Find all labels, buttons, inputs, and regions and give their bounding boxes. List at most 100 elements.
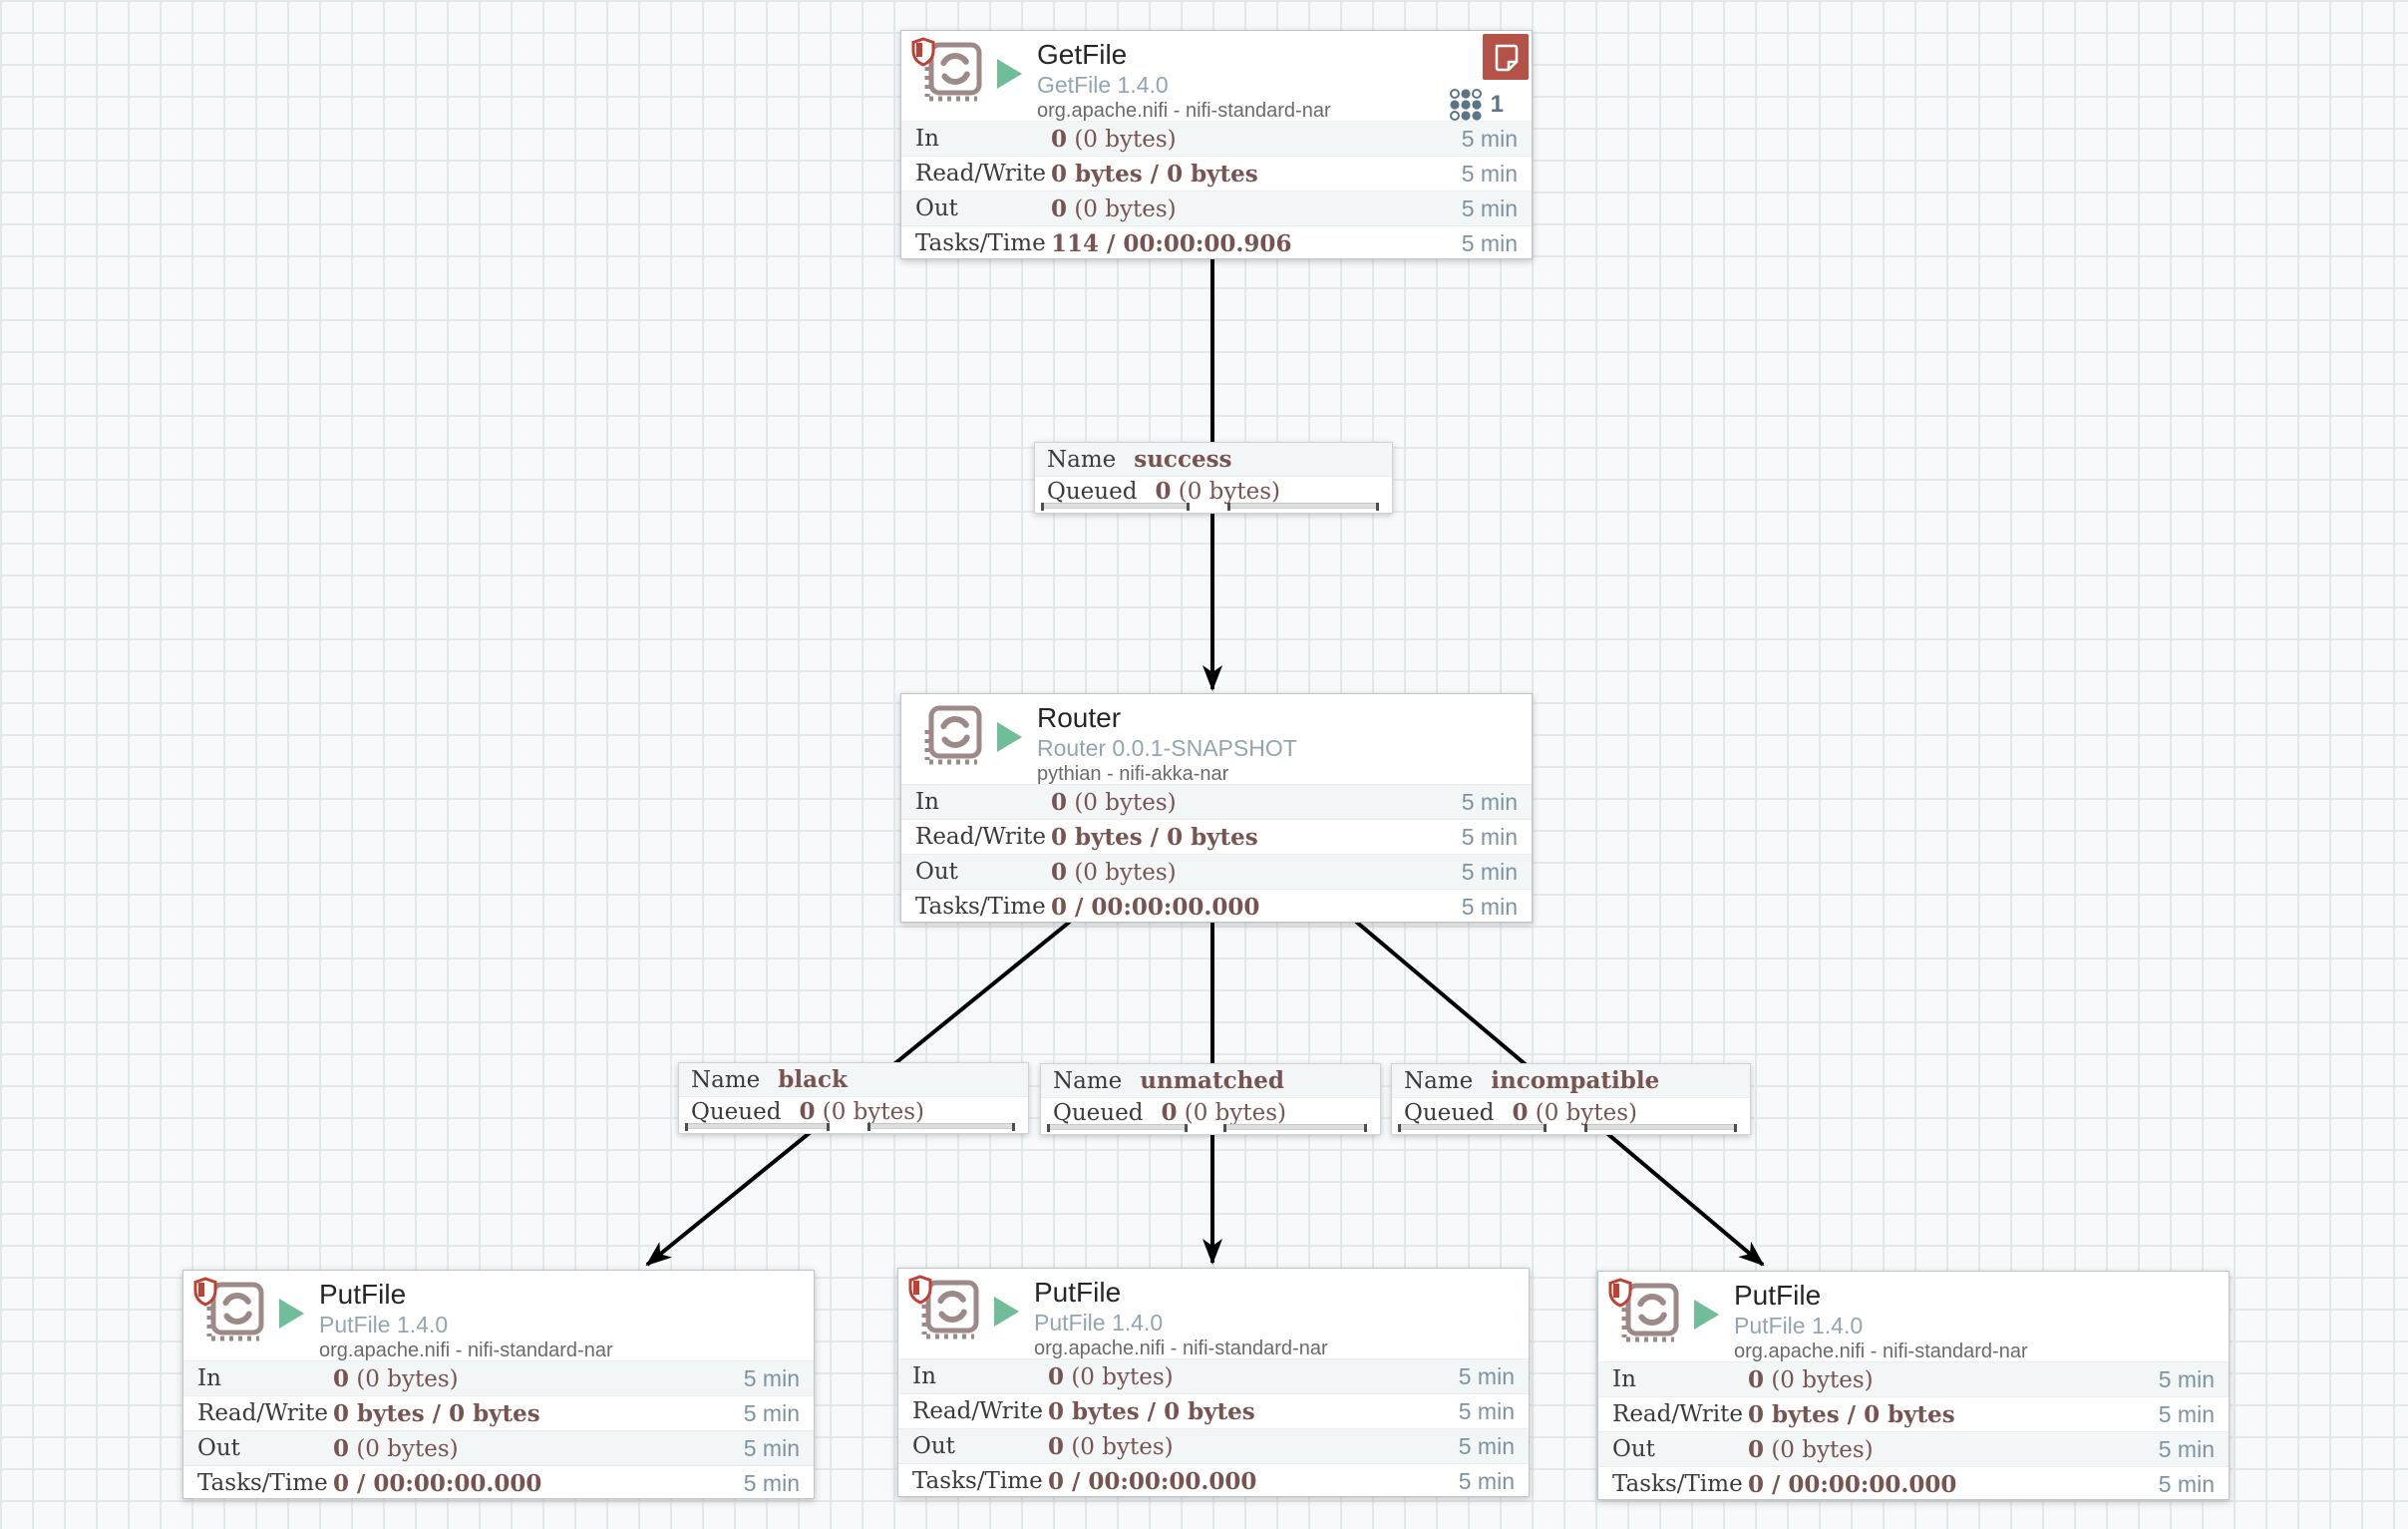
stat-window: 5 min — [2158, 1435, 2215, 1462]
stat-label: Out — [1612, 1436, 1655, 1462]
stat-row-readwrite: Read/Write 0 bytes / 0 bytes 5 min — [901, 156, 1532, 191]
connection-name-key: Name — [1047, 446, 1117, 473]
processor-stamp-icon — [908, 1275, 982, 1352]
stat-value: 0 / 00:00:00.000 — [1748, 1470, 1957, 1498]
running-play-icon — [997, 59, 1022, 89]
stat-row-out: Out 0 (0 bytes) 5 min — [901, 854, 1532, 889]
stat-label: In — [197, 1365, 221, 1391]
stat-window: 5 min — [1461, 125, 1518, 152]
restricted-shield-icon — [911, 37, 935, 67]
processor-header: PutFile PutFile 1.4.0 org.apache.nifi - … — [1598, 1272, 2229, 1362]
connection-name-row: Name unmatched — [1041, 1064, 1380, 1098]
stat-label: Out — [197, 1435, 240, 1461]
stat-value: 0 / 00:00:00.000 — [1048, 1467, 1257, 1495]
stat-label: Tasks/Time — [915, 894, 1046, 920]
stat-label: Tasks/Time — [197, 1470, 328, 1496]
connection-queued-key: Queued — [1053, 1099, 1144, 1126]
stat-window: 5 min — [2158, 1365, 2215, 1392]
stat-row-out: Out 0 (0 bytes) 5 min — [898, 1428, 1529, 1463]
stat-window: 5 min — [2158, 1400, 2215, 1427]
stat-label: In — [1612, 1366, 1636, 1392]
stat-row-out: Out 0 (0 bytes) 5 min — [901, 191, 1532, 225]
stat-row-readwrite: Read/Write 0 bytes / 0 bytes 5 min — [183, 1395, 814, 1430]
stat-label: Read/Write — [912, 1398, 1043, 1424]
processor-putfile-middle[interactable]: PutFile PutFile 1.4.0 org.apache.nifi - … — [897, 1268, 1530, 1497]
processor-header: Router Router 0.0.1-SNAPSHOT pythian - n… — [901, 694, 1532, 785]
stat-value: 0 (0 bytes) — [333, 1364, 459, 1392]
connection-queued-key: Queued — [1047, 478, 1138, 505]
connection-label-unmatched[interactable]: Name unmatched Queued 0 (0 bytes) — [1040, 1063, 1381, 1135]
processor-stamp-icon — [193, 1277, 267, 1354]
processor-version: GetFile 1.4.0 — [1037, 72, 1169, 98]
stat-label: In — [912, 1363, 936, 1389]
stat-label: Out — [915, 859, 958, 885]
connection-name-row: Name black — [679, 1063, 1028, 1097]
stat-value: 0 (0 bytes) — [1051, 194, 1177, 222]
stat-value: 0 bytes / 0 bytes — [1051, 160, 1258, 188]
stat-window: 5 min — [1461, 160, 1518, 187]
queue-count-bar — [685, 1123, 831, 1131]
connection-queued-count: 0 — [799, 1098, 816, 1125]
stat-value: 0 bytes / 0 bytes — [1748, 1400, 1955, 1428]
stat-window: 5 min — [1458, 1432, 1515, 1459]
queue-size-bar — [1584, 1124, 1738, 1132]
connection-name-key: Name — [691, 1066, 761, 1093]
processor-putfile-left[interactable]: PutFile PutFile 1.4.0 org.apache.nifi - … — [182, 1270, 815, 1499]
processor-router[interactable]: Router Router 0.0.1-SNAPSHOT pythian - n… — [900, 693, 1533, 923]
running-play-icon — [1694, 1300, 1719, 1330]
stat-value: 0 (0 bytes) — [1051, 858, 1177, 886]
processor-stamp-icon — [913, 702, 985, 778]
processor-stamp-icon — [1608, 1278, 1682, 1355]
connection-queued-count: 0 — [1161, 1099, 1178, 1126]
connection-name-row: Name incompatible — [1392, 1064, 1750, 1098]
restricted-shield-icon — [193, 1277, 217, 1307]
stat-label: Read/Write — [197, 1400, 328, 1426]
stat-label: Read/Write — [1612, 1401, 1743, 1427]
queue-size-bar — [1223, 1124, 1368, 1132]
stat-window: 5 min — [743, 1434, 800, 1461]
stat-row-tasks: Tasks/Time 0 / 00:00:00.000 5 min — [898, 1463, 1529, 1498]
document-badge-icon — [1483, 34, 1529, 80]
stat-label: Out — [915, 195, 958, 221]
stat-value: 0 bytes / 0 bytes — [333, 1399, 540, 1427]
stat-label: Read/Write — [915, 824, 1046, 850]
stat-window: 5 min — [1458, 1362, 1515, 1389]
processor-bundle: pythian - nifi-akka-nar — [1037, 763, 1229, 785]
processor-putfile-right[interactable]: PutFile PutFile 1.4.0 org.apache.nifi - … — [1597, 1271, 2230, 1500]
stat-window: 5 min — [1461, 194, 1518, 221]
connection-label-black[interactable]: Name black Queued 0 (0 bytes) — [678, 1062, 1029, 1134]
queue-capacity-bars — [1047, 1124, 1374, 1132]
stat-value: 0 (0 bytes) — [1051, 125, 1177, 153]
processor-version: PutFile 1.4.0 — [1034, 1310, 1164, 1336]
stat-window: 5 min — [1461, 229, 1518, 256]
processor-getfile[interactable]: GetFile GetFile 1.4.0 org.apache.nifi - … — [900, 30, 1533, 259]
stat-value: 0 (0 bytes) — [333, 1434, 459, 1462]
stat-window: 5 min — [743, 1364, 800, 1391]
connection-queued-size: (0 bytes) — [1528, 1099, 1638, 1126]
running-play-icon — [994, 1297, 1019, 1327]
connection-name-value: black — [778, 1066, 848, 1093]
stat-row-in: In 0 (0 bytes) 5 min — [901, 784, 1532, 819]
stat-label: Tasks/Time — [915, 230, 1046, 256]
processor-header: PutFile PutFile 1.4.0 org.apache.nifi - … — [183, 1271, 814, 1361]
processor-name: PutFile — [319, 1279, 407, 1310]
queue-size-bar — [866, 1123, 1016, 1131]
running-play-icon — [997, 722, 1022, 752]
connection-label-success[interactable]: Name success Queued 0 (0 bytes) — [1034, 442, 1393, 514]
stat-row-tasks: Tasks/Time 0 / 00:00:00.000 5 min — [183, 1465, 814, 1500]
connection-queued-size: (0 bytes) — [815, 1098, 925, 1125]
processor-name: PutFile — [1034, 1277, 1122, 1308]
stat-value: 0 (0 bytes) — [1748, 1435, 1874, 1463]
stat-window: 5 min — [743, 1469, 800, 1496]
connection-label-incompatible[interactable]: Name incompatible Queued 0 (0 bytes) — [1391, 1063, 1751, 1135]
stat-row-readwrite: Read/Write 0 bytes / 0 bytes 5 min — [1598, 1396, 2229, 1431]
stat-label: Tasks/Time — [912, 1468, 1043, 1494]
stat-label: Out — [912, 1433, 955, 1459]
queue-count-bar — [1041, 503, 1190, 511]
connection-queued-row: Queued 0 (0 bytes) — [679, 1097, 1028, 1126]
stat-value: 0 (0 bytes) — [1048, 1432, 1174, 1460]
connection-queued-size: (0 bytes) — [1177, 1099, 1287, 1126]
cluster-node-count: 1 — [1490, 91, 1504, 118]
processor-version: Router 0.0.1-SNAPSHOT — [1037, 735, 1297, 761]
connection-queued-count: 0 — [1155, 478, 1172, 505]
